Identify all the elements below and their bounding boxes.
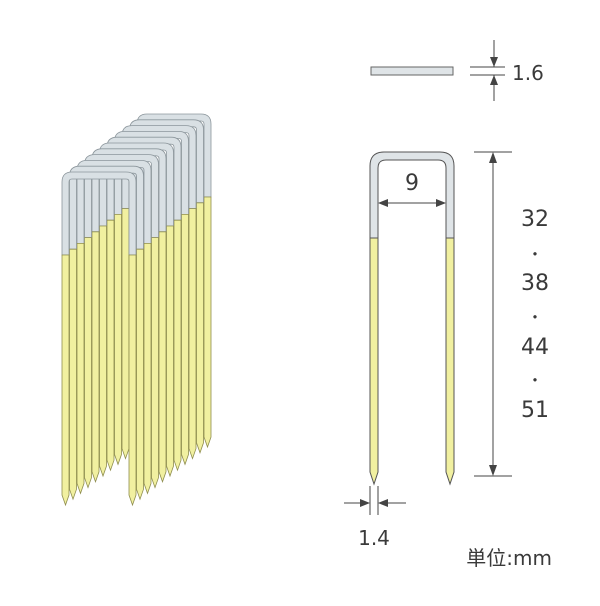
stick-staple bbox=[114, 131, 189, 466]
wire-width-dimension bbox=[344, 486, 406, 515]
staple-front-view-icon bbox=[369, 151, 455, 486]
thickness-dimension bbox=[470, 40, 505, 101]
stick-staple-leg bbox=[99, 225, 107, 478]
stick-staple-leg bbox=[143, 243, 152, 495]
stick-staple-leg bbox=[91, 231, 100, 484]
stick-staple bbox=[99, 142, 174, 478]
stick-staple-leg bbox=[69, 248, 77, 501]
stick-staple-leg bbox=[136, 248, 144, 501]
thickness-label: 1.6 bbox=[512, 61, 544, 85]
front-right-leg bbox=[445, 237, 455, 486]
stick-staple-leg bbox=[121, 208, 130, 460]
stick-staple-leg bbox=[166, 225, 174, 478]
stick-staple-leg bbox=[181, 214, 189, 466]
stick-staple-leg bbox=[76, 243, 85, 495]
length-separator-2: ・ bbox=[527, 308, 543, 327]
front-left-leg bbox=[369, 237, 379, 486]
stick-staple-leg bbox=[61, 254, 70, 507]
stick-staple-leg bbox=[173, 219, 182, 472]
length-separator-1: ・ bbox=[527, 245, 543, 264]
stick-staple-leg bbox=[196, 202, 204, 455]
wire-width-label: 1.4 bbox=[358, 526, 390, 550]
side-view-bar bbox=[370, 66, 454, 76]
length-label-44: 44 bbox=[521, 335, 549, 360]
stick-staple-leg bbox=[114, 214, 122, 466]
length-label-32: 32 bbox=[521, 207, 549, 232]
stick-staple-leg bbox=[106, 219, 115, 472]
staple-side-view-icon bbox=[370, 66, 454, 76]
crown-width-dimension bbox=[378, 199, 446, 207]
stick-staple bbox=[61, 171, 137, 507]
length-label-51: 51 bbox=[521, 398, 549, 423]
stick-staple-leg bbox=[158, 231, 167, 484]
staple-stick-illustration bbox=[61, 113, 212, 507]
stick-staple-leg bbox=[188, 208, 197, 460]
stick-staple-leg bbox=[151, 237, 159, 489]
length-separator-3: ・ bbox=[527, 371, 543, 390]
stick-staple bbox=[84, 154, 159, 489]
stick-staple-leg bbox=[203, 196, 212, 449]
stick-staple bbox=[76, 160, 152, 495]
length-dimension bbox=[474, 151, 512, 477]
stick-staple-leg bbox=[128, 254, 137, 507]
stick-staple bbox=[69, 165, 144, 501]
length-label-38: 38 bbox=[521, 271, 549, 296]
unit-label: 単位:mm bbox=[466, 546, 552, 570]
stick-staple-leg bbox=[84, 237, 92, 489]
crown-width-label: 9 bbox=[405, 171, 419, 196]
